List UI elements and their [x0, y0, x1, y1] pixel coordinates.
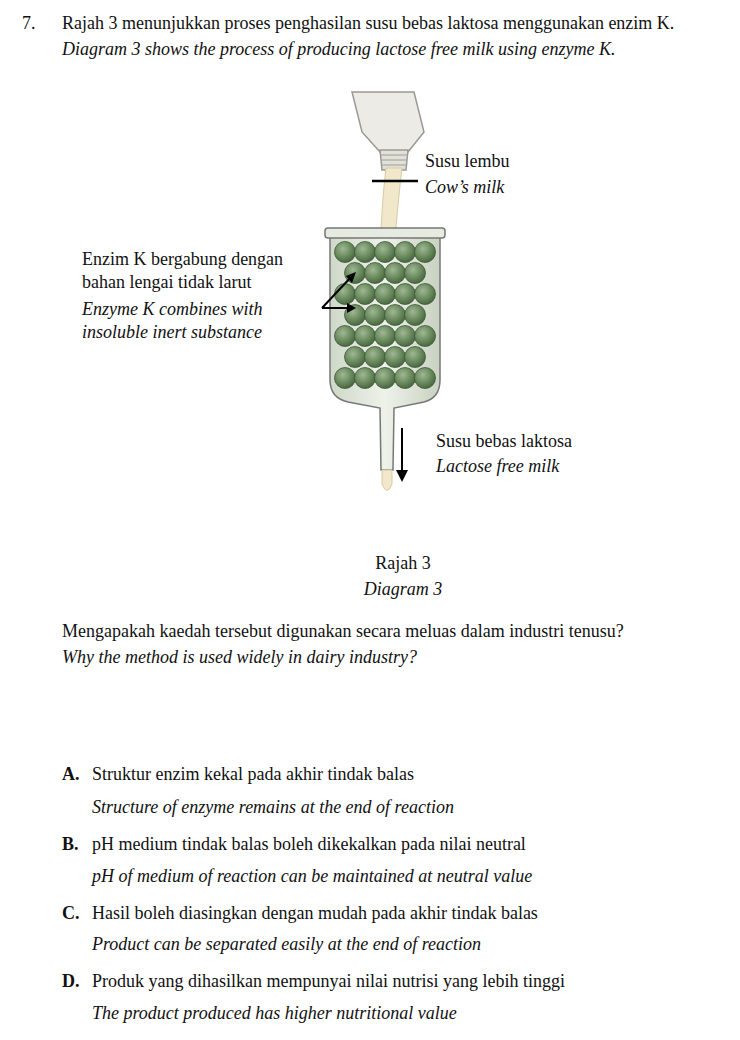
- bead: [395, 284, 416, 305]
- bead: [375, 326, 396, 347]
- column-jar: [330, 236, 440, 470]
- option-text-translation: The product produced has higher nutritio…: [92, 1002, 732, 1025]
- bead: [335, 284, 356, 305]
- bead: [405, 263, 426, 284]
- option-text-translation: Structure of enzyme remains at the end o…: [92, 796, 732, 819]
- bead: [415, 242, 436, 263]
- option-letter: A.: [62, 763, 92, 786]
- bead: [355, 242, 376, 263]
- bead: [395, 242, 416, 263]
- bead: [415, 284, 436, 305]
- bead: [375, 284, 396, 305]
- part-label: Susu lembu: [425, 150, 575, 173]
- flow-arrow: [401, 428, 403, 472]
- bead: [345, 347, 366, 368]
- option-letter: C.: [62, 902, 92, 925]
- option-text: Struktur enzim kekal pada akhir tindak b…: [92, 763, 732, 786]
- bead: [355, 368, 376, 389]
- diagram-caption: Rajah 3: [303, 552, 503, 575]
- option-text-translation: Product can be separated easily at the e…: [92, 933, 732, 956]
- bead: [355, 326, 376, 347]
- option-text: Hasil boleh diasingkan dengan mudah pada…: [92, 902, 732, 925]
- bead: [385, 305, 406, 326]
- part-label-translation: Lactose free milk: [436, 455, 636, 478]
- bead: [375, 368, 396, 389]
- bead: [395, 368, 416, 389]
- question-number: 7.: [22, 12, 58, 35]
- part-label-translation: Cow’s milk: [425, 176, 575, 199]
- option-letter: D.: [62, 970, 92, 993]
- milk-drip: [382, 470, 392, 491]
- bead: [365, 347, 386, 368]
- bead: [375, 242, 396, 263]
- bead: [355, 284, 376, 305]
- bead: [385, 263, 406, 284]
- question-prompt: Mengapakah kaedah tersebut digunakan sec…: [62, 620, 734, 643]
- milk-bottle: [352, 92, 424, 170]
- bead: [405, 305, 426, 326]
- bead: [335, 326, 356, 347]
- question-stem-translation: Diagram 3 shows the process of producing…: [62, 38, 734, 61]
- option-text: pH medium tindak balas boleh dikekalkan …: [92, 833, 732, 856]
- option-letter: B.: [62, 833, 92, 856]
- question-prompt-translation: Why the method is used widely in dairy i…: [62, 646, 734, 669]
- bead: [335, 242, 356, 263]
- part-label-translation: Enzyme K combines with insoluble inert s…: [82, 298, 312, 345]
- bead: [365, 263, 386, 284]
- leader-line: [372, 180, 418, 183]
- option-text-translation: pH of medium of reaction can be maintain…: [92, 865, 732, 888]
- bead: [335, 368, 356, 389]
- bead: [415, 326, 436, 347]
- part-label: Susu bebas laktosa: [436, 430, 636, 453]
- bead: [395, 326, 416, 347]
- bead: [415, 368, 436, 389]
- flow-arrowhead: [396, 470, 408, 482]
- bead: [385, 347, 406, 368]
- bead: [405, 347, 426, 368]
- question-stem: Rajah 3 menunjukkan proses penghasilan s…: [62, 12, 734, 35]
- immobilised-beads: [335, 242, 436, 389]
- column-rim: [325, 228, 445, 238]
- part-label: Enzim K bergabung dengan bahan lengai ti…: [82, 248, 314, 295]
- enzyme-pointer: [322, 272, 356, 313]
- diagram-caption-translation: Diagram 3: [303, 578, 503, 601]
- option-text: Produk yang dihasilkan mempunyai nilai n…: [92, 970, 732, 993]
- bead: [365, 305, 386, 326]
